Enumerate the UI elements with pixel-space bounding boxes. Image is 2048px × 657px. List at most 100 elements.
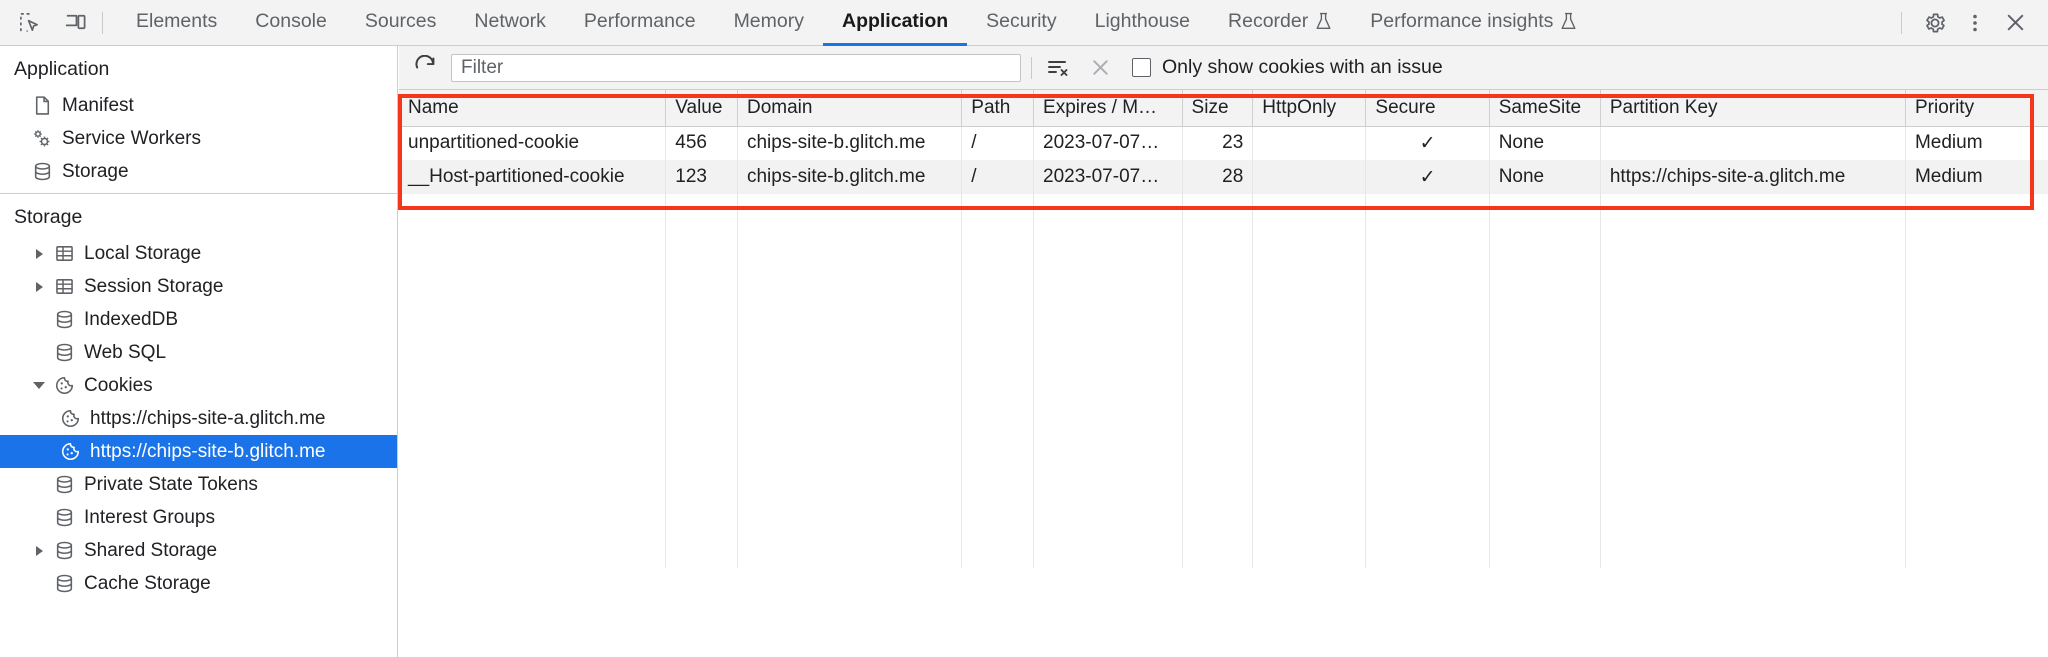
expand-twisty-icon[interactable] <box>28 281 50 292</box>
filter-bar-divider <box>1031 56 1032 79</box>
inspect-element-icon[interactable] <box>12 6 46 40</box>
cell-partition-key <box>1600 126 1906 160</box>
cell-value: 456 <box>665 126 738 160</box>
cell-size: 28 <box>1182 160 1254 194</box>
empty-cell <box>1489 398 1601 432</box>
tab-performance-insights[interactable]: Performance insights <box>1351 0 1596 46</box>
empty-cell <box>737 466 963 500</box>
empty-cell <box>961 466 1035 500</box>
empty-cell <box>1033 466 1183 500</box>
empty-cell <box>665 228 738 262</box>
tab-label: Recorder <box>1228 9 1309 32</box>
empty-cell <box>665 262 738 296</box>
tab-security[interactable]: Security <box>967 0 1075 46</box>
table-empty-row <box>399 228 2048 262</box>
table-icon <box>50 243 78 264</box>
sidebar-item-manifest[interactable]: Manifest <box>0 89 397 122</box>
empty-cell <box>1182 330 1254 364</box>
cookies-panel: Only show cookies with an issue Name Val… <box>399 46 2048 657</box>
sidebar-item-web-sql[interactable]: Web SQL <box>0 336 397 369</box>
sidebar-item-cookies-chips-site-b[interactable]: https://chips-site-b.glitch.me <box>0 435 397 468</box>
cookies-table: Name Value Domain Path Expires / M… Size… <box>399 90 2048 568</box>
sidebar-item-storage[interactable]: Storage <box>0 155 397 188</box>
collapse-twisty-icon[interactable] <box>28 382 50 389</box>
sidebar-item-private-state-tokens[interactable]: Private State Tokens <box>0 468 397 501</box>
empty-cell <box>1905 534 2048 568</box>
empty-cell <box>1600 194 1906 228</box>
empty-cell <box>399 364 667 398</box>
devtools-tab-bar: Elements Console Sources Network Perform… <box>117 0 1596 46</box>
close-devtools-icon[interactable] <box>1998 6 2032 40</box>
tab-performance[interactable]: Performance <box>565 0 715 46</box>
column-header-priority[interactable]: Priority <box>1905 90 2048 127</box>
settings-gear-icon[interactable] <box>1918 6 1952 40</box>
table-row[interactable]: unpartitioned-cookie 456 chips-site-b.gl… <box>399 126 2048 160</box>
tab-application[interactable]: Application <box>822 0 968 46</box>
tab-console[interactable]: Console <box>236 0 346 46</box>
sidebar-item-service-workers[interactable]: Service Workers <box>0 122 397 155</box>
column-header-value[interactable]: Value <box>665 90 738 127</box>
empty-cell <box>1365 364 1490 398</box>
sidebar-item-indexeddb[interactable]: IndexedDB <box>0 303 397 336</box>
table-row[interactable]: __Host-partitioned-cookie 123 chips-site… <box>399 160 2048 194</box>
tab-network[interactable]: Network <box>455 0 565 46</box>
tab-label: Performance insights <box>1370 9 1554 32</box>
column-header-expires[interactable]: Expires / M… <box>1033 90 1183 127</box>
sidebar-item-interest-groups[interactable]: Interest Groups <box>0 501 397 534</box>
column-header-path[interactable]: Path <box>961 90 1035 127</box>
tab-lighthouse[interactable]: Lighthouse <box>1076 0 1209 46</box>
empty-cell <box>737 364 963 398</box>
device-toolbar-icon[interactable] <box>58 6 92 40</box>
empty-cell <box>1600 296 1906 330</box>
empty-cell <box>1365 228 1490 262</box>
sidebar-item-cache-storage[interactable]: Cache Storage <box>0 567 397 600</box>
expand-twisty-icon[interactable] <box>28 545 50 556</box>
tab-elements[interactable]: Elements <box>117 0 236 46</box>
column-header-domain[interactable]: Domain <box>737 90 963 127</box>
empty-cell <box>1182 364 1254 398</box>
empty-cell <box>665 534 738 568</box>
sidebar-item-cookies[interactable]: Cookies <box>0 369 397 402</box>
empty-cell <box>1033 534 1183 568</box>
database-icon <box>50 507 78 528</box>
empty-cell <box>665 500 738 534</box>
clear-filter-icon[interactable] <box>1042 52 1074 84</box>
expand-twisty-icon[interactable] <box>28 248 50 259</box>
empty-cell <box>1905 228 2048 262</box>
clear-all-icon[interactable] <box>1084 52 1116 84</box>
filter-input[interactable] <box>451 53 1021 82</box>
column-header-partition-key[interactable]: Partition Key <box>1600 90 1906 127</box>
empty-cell <box>1182 466 1254 500</box>
cookies-table-body: unpartitioned-cookie 456 chips-site-b.gl… <box>399 126 2048 568</box>
empty-cell <box>1365 296 1490 330</box>
refresh-icon[interactable] <box>409 52 441 84</box>
experiment-flask-icon <box>1560 12 1577 31</box>
table-empty-row <box>399 262 2048 296</box>
column-header-size[interactable]: Size <box>1182 90 1254 127</box>
cell-value: 123 <box>665 160 738 194</box>
tab-memory[interactable]: Memory <box>715 0 823 46</box>
tab-sources[interactable]: Sources <box>346 0 456 46</box>
column-header-secure[interactable]: Secure <box>1365 90 1490 127</box>
cell-partition-key: https://chips-site-a.glitch.me <box>1600 160 1906 194</box>
sidebar-item-label: Session Storage <box>84 275 224 297</box>
more-options-icon[interactable] <box>1958 6 1992 40</box>
empty-cell <box>1182 194 1254 228</box>
sidebar-item-session-storage[interactable]: Session Storage <box>0 270 397 303</box>
sidebar-item-shared-storage[interactable]: Shared Storage <box>0 534 397 567</box>
empty-cell <box>399 432 667 466</box>
checkbox-box[interactable] <box>1132 58 1151 77</box>
cell-expires: 2023-07-07… <box>1033 126 1183 160</box>
sidebar-item-cookies-chips-site-a[interactable]: https://chips-site-a.glitch.me <box>0 402 397 435</box>
tab-recorder[interactable]: Recorder <box>1209 0 1351 46</box>
empty-cell <box>1252 466 1367 500</box>
table-empty-row <box>399 432 2048 466</box>
column-header-samesite[interactable]: SameSite <box>1489 90 1601 127</box>
checkbox-label: Only show cookies with an issue <box>1162 56 1443 78</box>
empty-cell <box>1182 228 1254 262</box>
column-header-httponly[interactable]: HttpOnly <box>1252 90 1367 127</box>
column-header-name[interactable]: Name <box>399 90 667 127</box>
cell-name: __Host-partitioned-cookie <box>399 160 667 194</box>
sidebar-item-local-storage[interactable]: Local Storage <box>0 237 397 270</box>
only-show-issues-checkbox[interactable]: Only show cookies with an issue <box>1132 56 1443 79</box>
